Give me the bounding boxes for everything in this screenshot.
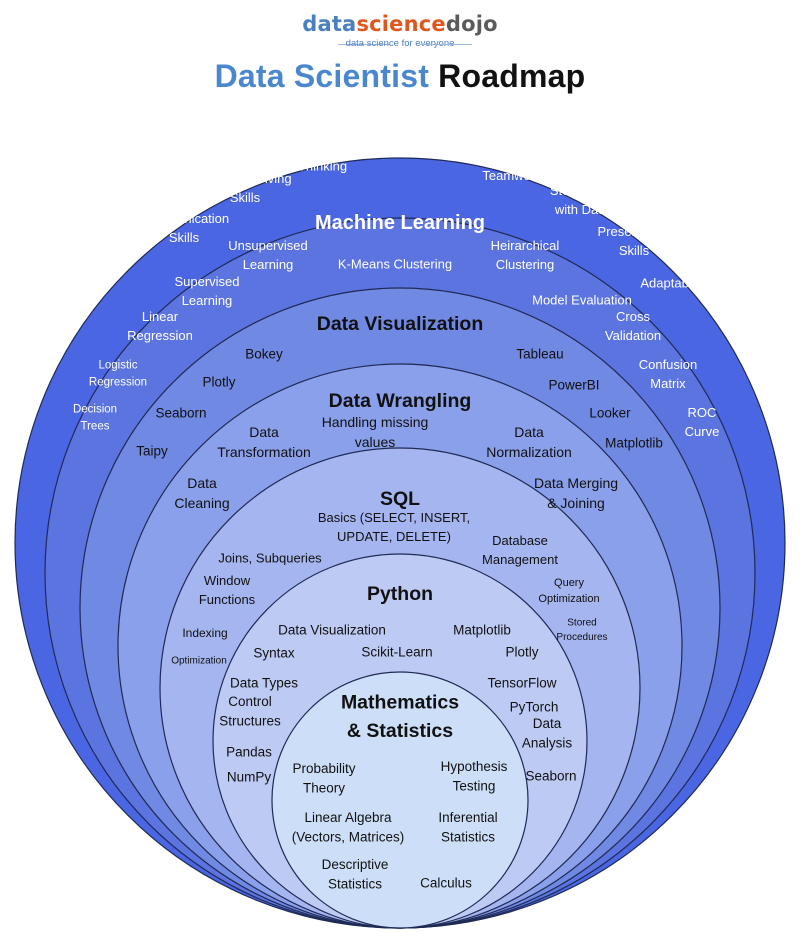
skill-label-pandas: Pandas: [226, 745, 272, 760]
skill-label-tensorflow: TensorFlow: [487, 676, 556, 691]
skill-label-plotly: Plotly: [202, 375, 235, 390]
skill-label-data-types: Data Types: [230, 676, 298, 691]
skill-label-syntax: Syntax: [253, 646, 295, 661]
skill-label-seaborn: Seaborn: [155, 406, 206, 421]
skill-label-seaborn: Seaborn: [525, 769, 576, 784]
title-part-data-scientist: Data Scientist: [214, 58, 430, 94]
skill-label-scikit-learn: Scikit-Learn: [361, 645, 432, 660]
skill-label-powerbi: PowerBI: [548, 378, 599, 393]
skill-label-data-visualization: Data Visualization: [278, 623, 386, 638]
skill-label-matplotlib: Matplotlib: [453, 623, 511, 638]
ring-title-sql: SQL: [380, 488, 420, 510]
skill-label-data-merging-and-joining: Data Merging& Joining: [534, 475, 618, 511]
logo-rule-left: [338, 44, 390, 45]
skill-label-optimization: Optimization: [171, 656, 227, 667]
logo-rule-right: [420, 44, 472, 45]
skill-label-model-evaluation: Model Evaluation: [532, 293, 632, 308]
ring-title-python: Python: [367, 583, 433, 605]
ring-title-soft-skills: Soft Skills: [352, 134, 449, 156]
skill-label-looker: Looker: [589, 406, 631, 421]
title-part-roadmap: Roadmap: [438, 58, 586, 94]
logo-part-dojo: dojo: [445, 12, 498, 36]
logo: datasciencedojo: [0, 12, 800, 36]
skill-label-numpy: NumPy: [227, 770, 272, 785]
skill-label-bokey: Bokey: [245, 347, 283, 362]
skill-label-linear-algebra-vectors-matrices: Linear Algebra(Vectors, Matrices): [292, 810, 405, 845]
page-title: Data Scientist Roadmap: [0, 58, 800, 95]
skill-label-tableau: Tableau: [516, 347, 563, 362]
skill-label-critical-thinking: Critical Thinking: [255, 159, 347, 174]
skill-label-matplotlib: Matplotlib: [605, 436, 663, 451]
ring-circle-math: [271, 671, 529, 929]
skill-label-taipy: Taipy: [136, 444, 168, 459]
skill-label-basics-select-insert-update-delete: Basics (SELECT, INSERT,UPDATE, DELETE): [318, 510, 470, 544]
ring-math: [271, 671, 529, 929]
skill-label-pytorch: PyTorch: [510, 700, 559, 715]
skill-label-adaptability: Adaptability: [640, 276, 708, 291]
logo-part-science: science: [356, 12, 446, 36]
skill-label-joins-subqueries: Joins, Subqueries: [218, 551, 322, 566]
ring-title-mathematics-and-statistics: Mathematics& Statistics: [341, 692, 459, 742]
skill-label-k-means-clustering: K-Means Clustering: [338, 257, 452, 272]
skill-label-calculus: Calculus: [420, 876, 472, 891]
logo-part-data: data: [302, 12, 357, 36]
skill-label-plotly: Plotly: [505, 645, 538, 660]
ring-title-machine-learning: Machine Learning: [315, 212, 485, 234]
ring-title-data-visualization: Data Visualization: [317, 313, 484, 335]
ring-title-data-wrangling: Data Wrangling: [329, 390, 472, 412]
skill-label-indexing: Indexing: [182, 626, 227, 640]
logo-tagline: data science for everyone: [345, 38, 455, 49]
header: datasciencedojo data science for everyon…: [0, 0, 800, 110]
